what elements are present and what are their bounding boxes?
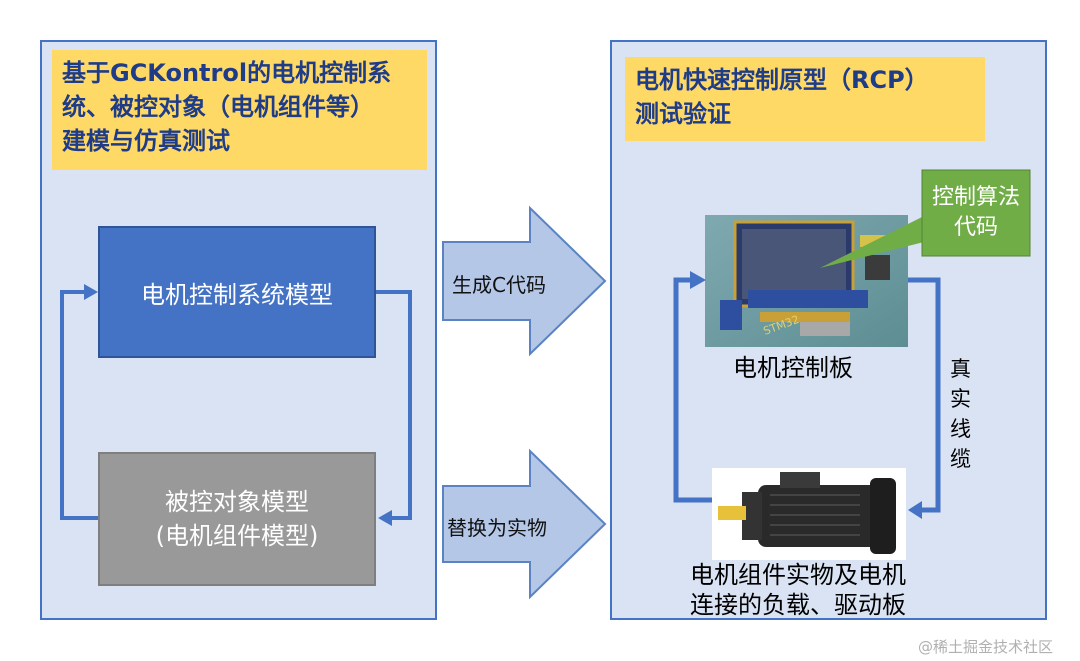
generate-code-label: 生成C代码 <box>452 273 546 297</box>
replace-physical-label: 替换为实物 <box>447 516 547 540</box>
right-panel-title: 电机快速控制原型（RCP） 测试验证 <box>625 57 985 141</box>
motor-assembly-label: 电机组件实物及电机 连接的负载、驱动板 <box>690 561 906 619</box>
watermark: @稀土掘金技术社区 <box>918 638 1054 656</box>
control-board-label: 电机控制板 <box>733 354 853 382</box>
plant-model-block: 被控对象模型 (电机组件模型) <box>98 452 376 586</box>
real-cable-label: 真 实 线 缆 <box>950 357 971 471</box>
control-algorithm-callout: 控制算法 代码 <box>931 185 1020 240</box>
control-system-model-block: 电机控制系统模型 <box>98 226 376 358</box>
left-panel-title: 基于GCKontrol的电机控制系 统、被控对象（电机组件等） 建模与仿真测试 <box>52 50 427 170</box>
